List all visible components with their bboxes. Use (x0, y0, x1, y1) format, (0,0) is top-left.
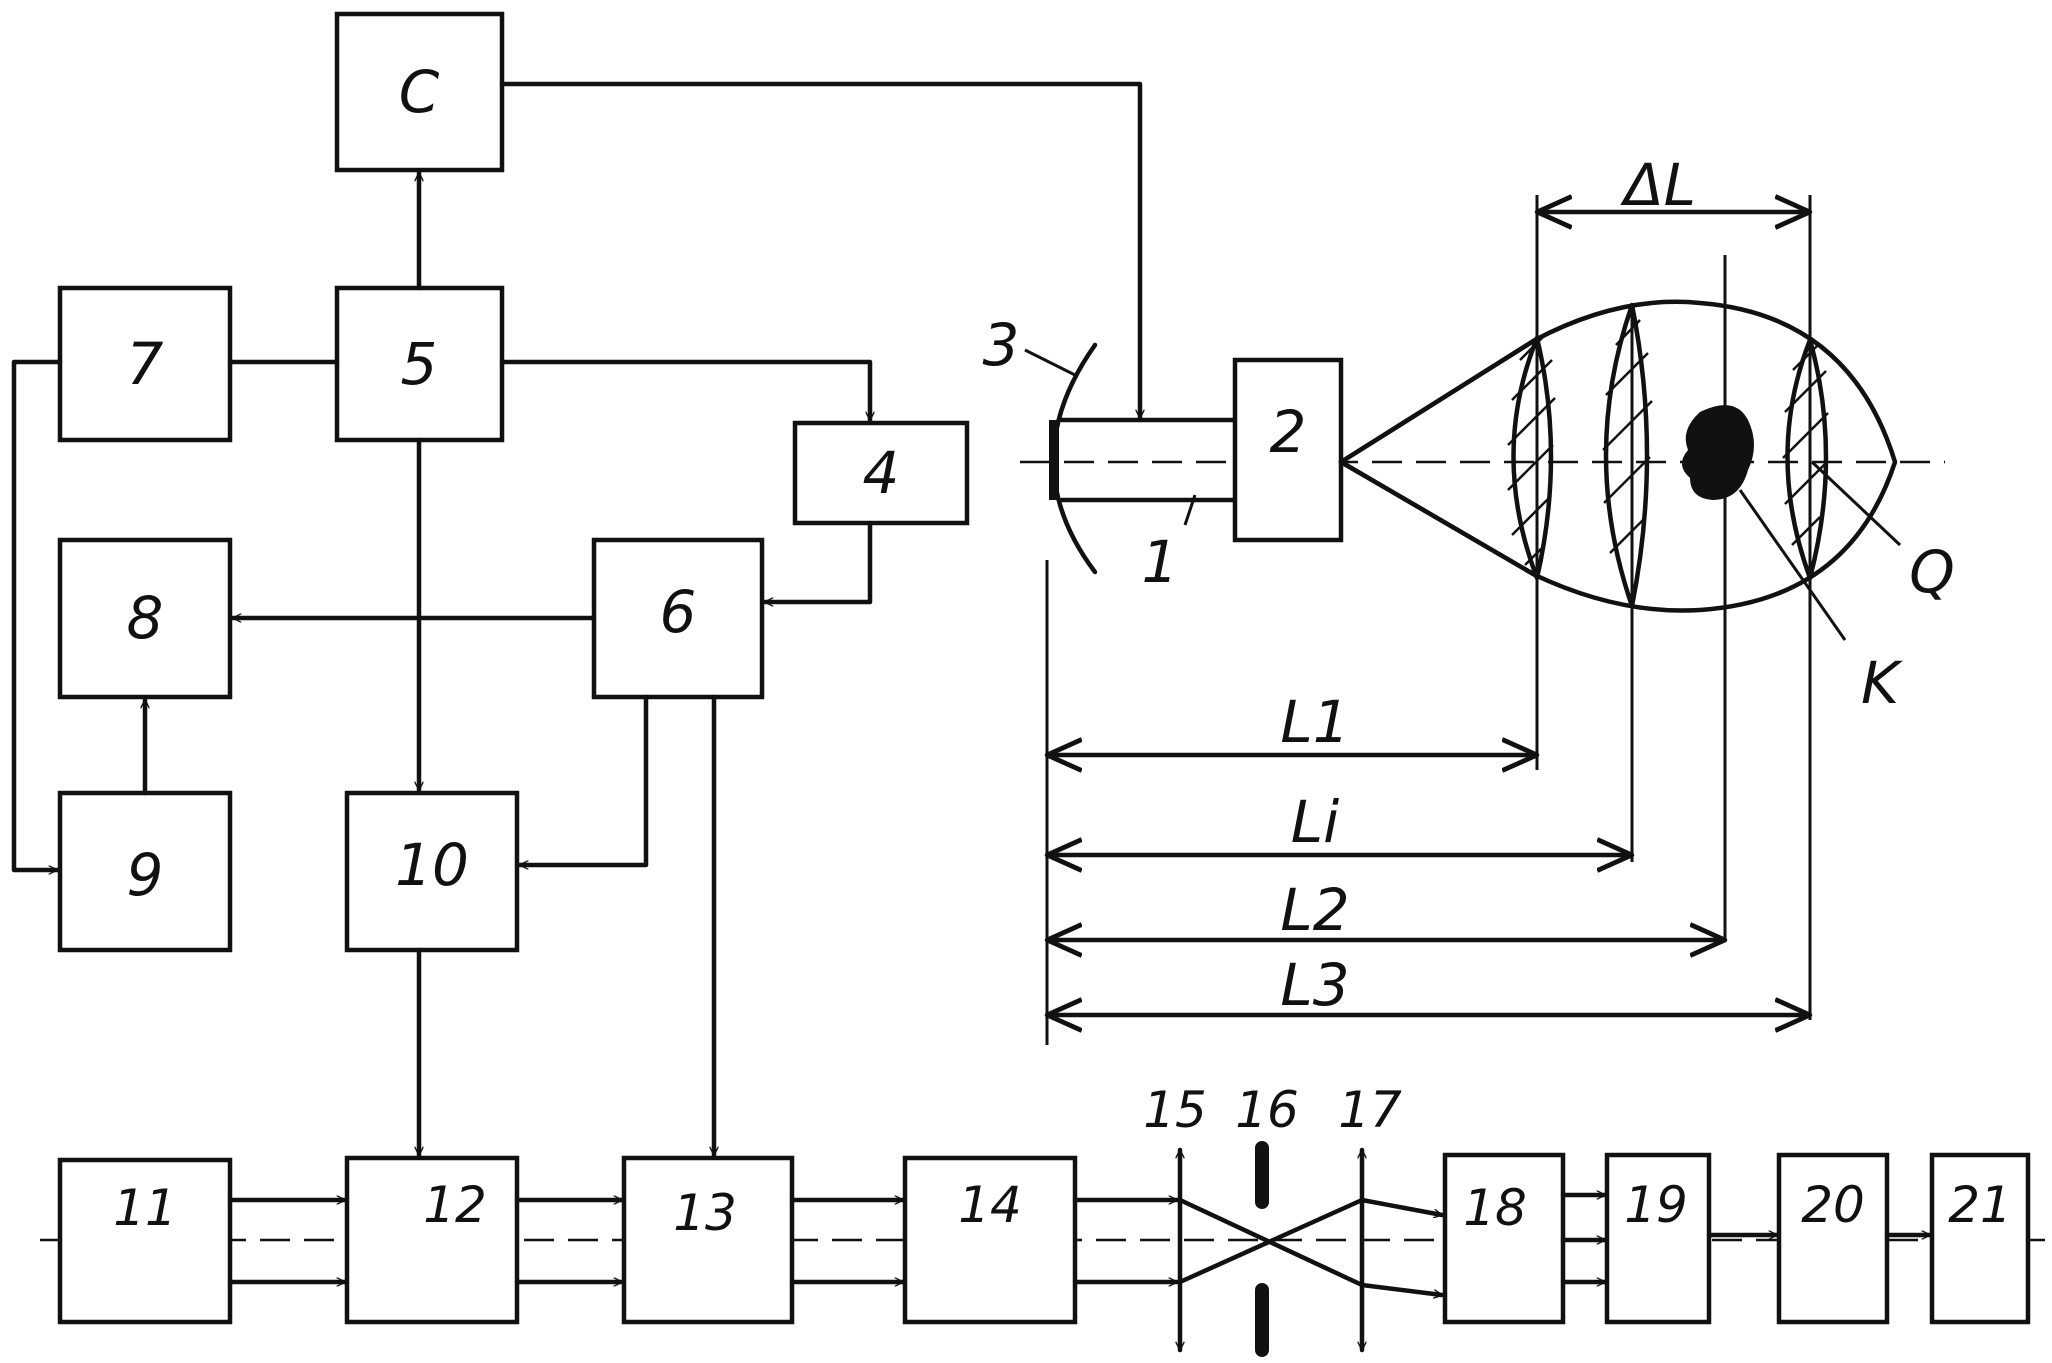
block-4-label: 4 (863, 439, 900, 507)
fiber-1-label: 1 (1142, 528, 1179, 596)
block-20-label: 20 (1801, 1176, 1865, 1234)
mirror-3-label: 3 (983, 311, 1020, 379)
li-label: Li (1291, 788, 1339, 856)
probe-assembly: 2 3 1 (983, 151, 1955, 1045)
focal-surface-l1 (1508, 335, 1555, 578)
block-c: C (337, 14, 502, 170)
block-9: 9 (60, 793, 230, 950)
block-18-label: 18 (1463, 1179, 1527, 1237)
block-13-label: 13 (673, 1184, 737, 1242)
block-7-label: 7 (127, 330, 164, 398)
focal-surface-l3 (1783, 340, 1828, 578)
block-21-label: 21 (1948, 1176, 2012, 1234)
inclusion-k (1682, 405, 1754, 500)
l2-label: L2 (1280, 876, 1349, 944)
delta-l-label: ΔL (1620, 151, 1696, 219)
l1-label: L1 (1280, 688, 1349, 756)
block-6: 6 (594, 540, 762, 697)
lens-17-label: 17 (1338, 1081, 1402, 1139)
block-5: 5 (337, 288, 502, 440)
optical-train: 11 12 13 14 15 16 17 (40, 1081, 2045, 1350)
block-c-label: C (399, 58, 440, 126)
block-11-label: 11 (113, 1179, 177, 1237)
block-19-label: 19 (1624, 1176, 1688, 1234)
block-5-label: 5 (401, 330, 438, 398)
block-14-label: 14 (958, 1176, 1022, 1234)
block-12-label: 12 (423, 1176, 487, 1234)
block-6-label: 6 (660, 578, 697, 646)
block-10: 10 (347, 793, 517, 950)
block-4: 4 (795, 423, 967, 523)
block-9-label: 9 (127, 841, 164, 909)
block-8-label: 8 (127, 584, 164, 652)
q-label: Q (1909, 538, 1955, 606)
block-7: 7 (60, 288, 230, 440)
diaphragm-16-label: 16 (1235, 1081, 1299, 1139)
block-10-label: 10 (395, 831, 469, 899)
focal-surface-li (1603, 305, 1652, 606)
lens-15-label: 15 (1143, 1081, 1207, 1139)
l3-label: L3 (1280, 951, 1349, 1019)
k-label: K (1861, 649, 1903, 717)
block-8: 8 (60, 540, 230, 697)
block-2-label: 2 (1270, 398, 1307, 466)
